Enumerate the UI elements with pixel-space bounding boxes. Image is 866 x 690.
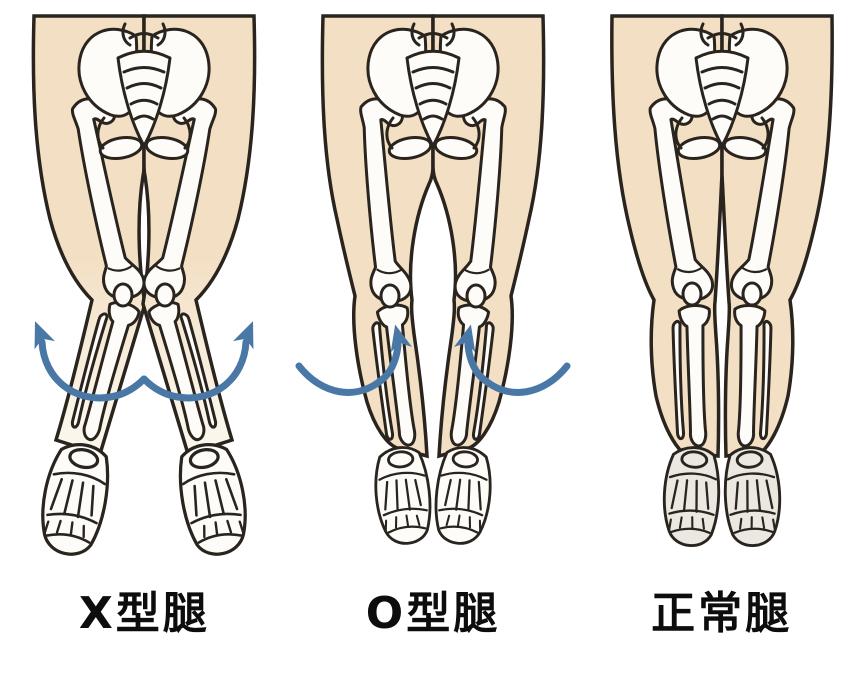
panel-x-type: X型腿 xyxy=(0,4,289,690)
o-type-right-leg xyxy=(431,14,546,547)
panel-normal: 正常腿 xyxy=(577,4,866,690)
x-type-label: X型腿 xyxy=(78,588,210,639)
x-type-right-leg xyxy=(139,14,257,562)
curved-arrow-up-outward-left-icon xyxy=(25,317,148,402)
curved-arrow-up-inward-left-icon xyxy=(295,321,413,396)
o-type-label: O型腿 xyxy=(365,588,501,639)
o-type-left-leg xyxy=(320,14,435,547)
x-type-left-leg xyxy=(31,14,149,562)
normal-right-leg xyxy=(719,14,834,549)
curved-arrow-up-inward-right-icon xyxy=(453,321,571,396)
normal-legs-illustration xyxy=(609,14,834,549)
o-type-legs-illustration xyxy=(295,14,571,547)
panel-o-type: O型腿 xyxy=(289,4,578,690)
normal-left-leg xyxy=(609,14,724,549)
curved-arrow-up-outward-right-icon xyxy=(140,317,264,402)
x-type-legs-illustration xyxy=(25,14,264,562)
normal-label: 正常腿 xyxy=(651,588,793,639)
